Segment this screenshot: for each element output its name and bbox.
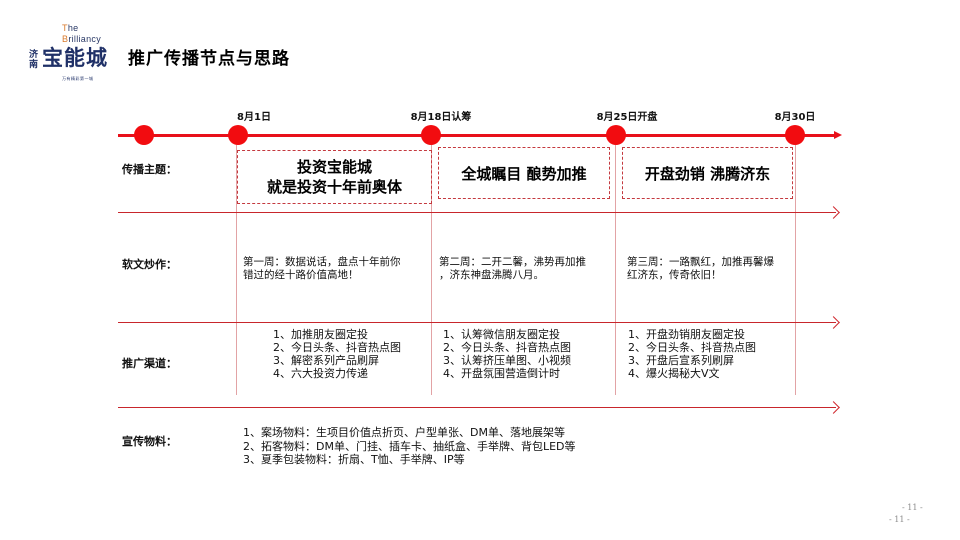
list-item: 2、今日头条、抖音热点图 (273, 341, 401, 354)
list-item: 2、今日头条、抖音热点图 (628, 341, 756, 354)
row-label-materials: 宣传物料： (122, 435, 177, 448)
list-item: 4、爆火揭秘大V文 (628, 367, 720, 380)
row-divider (118, 322, 836, 323)
timeline-node-aug18 (421, 125, 441, 145)
list-item: 1、开盘劲销朋友圈定投 (628, 328, 745, 341)
timeline-node-aug25 (606, 125, 626, 145)
list-item: 3、夏季包装物料：折扇、T恤、手举牌、IP等 (243, 453, 465, 466)
row-label-softtext: 软文炒作： (122, 258, 177, 271)
page-number: - 11 - (889, 515, 910, 524)
channels-list-2: 1、认筹微信朋友圈定投 2、今日头条、抖音热点图 3、认筹挤压单图、小视频 4、… (443, 328, 571, 380)
list-item: 4、六大投资力传递 (273, 367, 368, 380)
list-item: 1、认筹微信朋友圈定投 (443, 328, 560, 341)
logo-en-line1: The (62, 23, 79, 33)
date-label-aug1: 8月1日 (237, 112, 271, 123)
list-item: 3、解密系列产品刷屏 (273, 354, 379, 367)
arrow-right-icon (827, 206, 840, 219)
timeline-bar (118, 134, 836, 137)
row-divider (118, 212, 836, 213)
channels-list-3: 1、开盘劲销朋友圈定投 2、今日头条、抖音热点图 3、开盘后宣系列刷屏 4、爆火… (628, 328, 756, 380)
theme-3-line1: 开盘劲销 沸腾济东 (644, 164, 771, 183)
logo-slogan: 万有精彩第一城 (62, 76, 94, 81)
list-item: 2、今日头条、抖音热点图 (443, 341, 571, 354)
date-label-aug25: 8月25日开盘 (596, 112, 658, 123)
page-title: 推广传播节点与思路 (128, 49, 290, 69)
list-item: 1、案场物料：生项目价值点折页、户型单张、DM单、落地展架等 (243, 426, 565, 439)
row-divider (118, 407, 836, 408)
list-item: 3、开盘后宣系列刷屏 (628, 354, 734, 367)
list-item: 1、加推朋友圈定投 (273, 328, 368, 341)
softtext-week3: 第三周：一路飘红，加推再馨爆 红济东，传奇依旧！ (627, 256, 774, 281)
list-item: 4、开盘氛围营造倒计时 (443, 367, 560, 380)
theme-1-line2: 就是投资十年前奥体 (266, 178, 402, 196)
row-label-theme: 传播主题： (122, 163, 177, 176)
column-divider (615, 145, 616, 395)
arrow-right-icon (827, 401, 840, 414)
theme-2-line1: 全城瞩目 酿势加推 (461, 164, 587, 183)
logo-name: 宝能城 (42, 46, 108, 70)
list-item: 2、拓客物料：DM单、门挂、插车卡、抽纸盒、手举牌、背包LED等 (243, 439, 576, 453)
timeline-arrow-icon (834, 131, 842, 139)
logo-city: 济南 (29, 50, 39, 70)
column-divider (236, 145, 237, 395)
column-divider (795, 145, 796, 395)
column-divider (431, 145, 432, 395)
softtext-week2: 第二周：二开二馨，沸势再加推 ，济东神盘沸腾八月。 (439, 256, 586, 281)
theme-1-line1: 投资宝能城 (296, 158, 372, 176)
date-label-aug18: 8月18日认筹 (410, 112, 472, 123)
list-item: 3、认筹挤压单图、小视频 (443, 354, 571, 367)
theme-box-3: 开盘劲销 沸腾济东 (622, 147, 793, 199)
row-label-channels: 推广渠道： (122, 357, 177, 370)
arrow-right-icon (827, 316, 840, 329)
materials-list: 1、案场物料：生项目价值点折页、户型单张、DM单、落地展架等 2、拓客物料：DM… (243, 426, 576, 467)
timeline-node-aug1 (228, 125, 248, 145)
timeline-node-start (134, 125, 154, 145)
logo-en-line2: Brilliancy (62, 34, 102, 44)
softtext-week1: 第一周：数据说话，盘点十年前你 错过的经十路价值高地！ (243, 256, 401, 281)
channels-list-1: 1、加推朋友圈定投 2、今日头条、抖音热点图 3、解密系列产品刷屏 4、六大投资… (273, 328, 401, 380)
logo-english: The Brilliancy (62, 23, 101, 45)
date-label-aug30: 8月30日 (774, 112, 816, 123)
theme-box-2: 全城瞩目 酿势加推 (438, 147, 610, 199)
theme-box-1: 投资宝能城 就是投资十年前奥体 (237, 150, 432, 204)
page-number: - 11 - (902, 503, 923, 512)
timeline-node-aug30 (785, 125, 805, 145)
